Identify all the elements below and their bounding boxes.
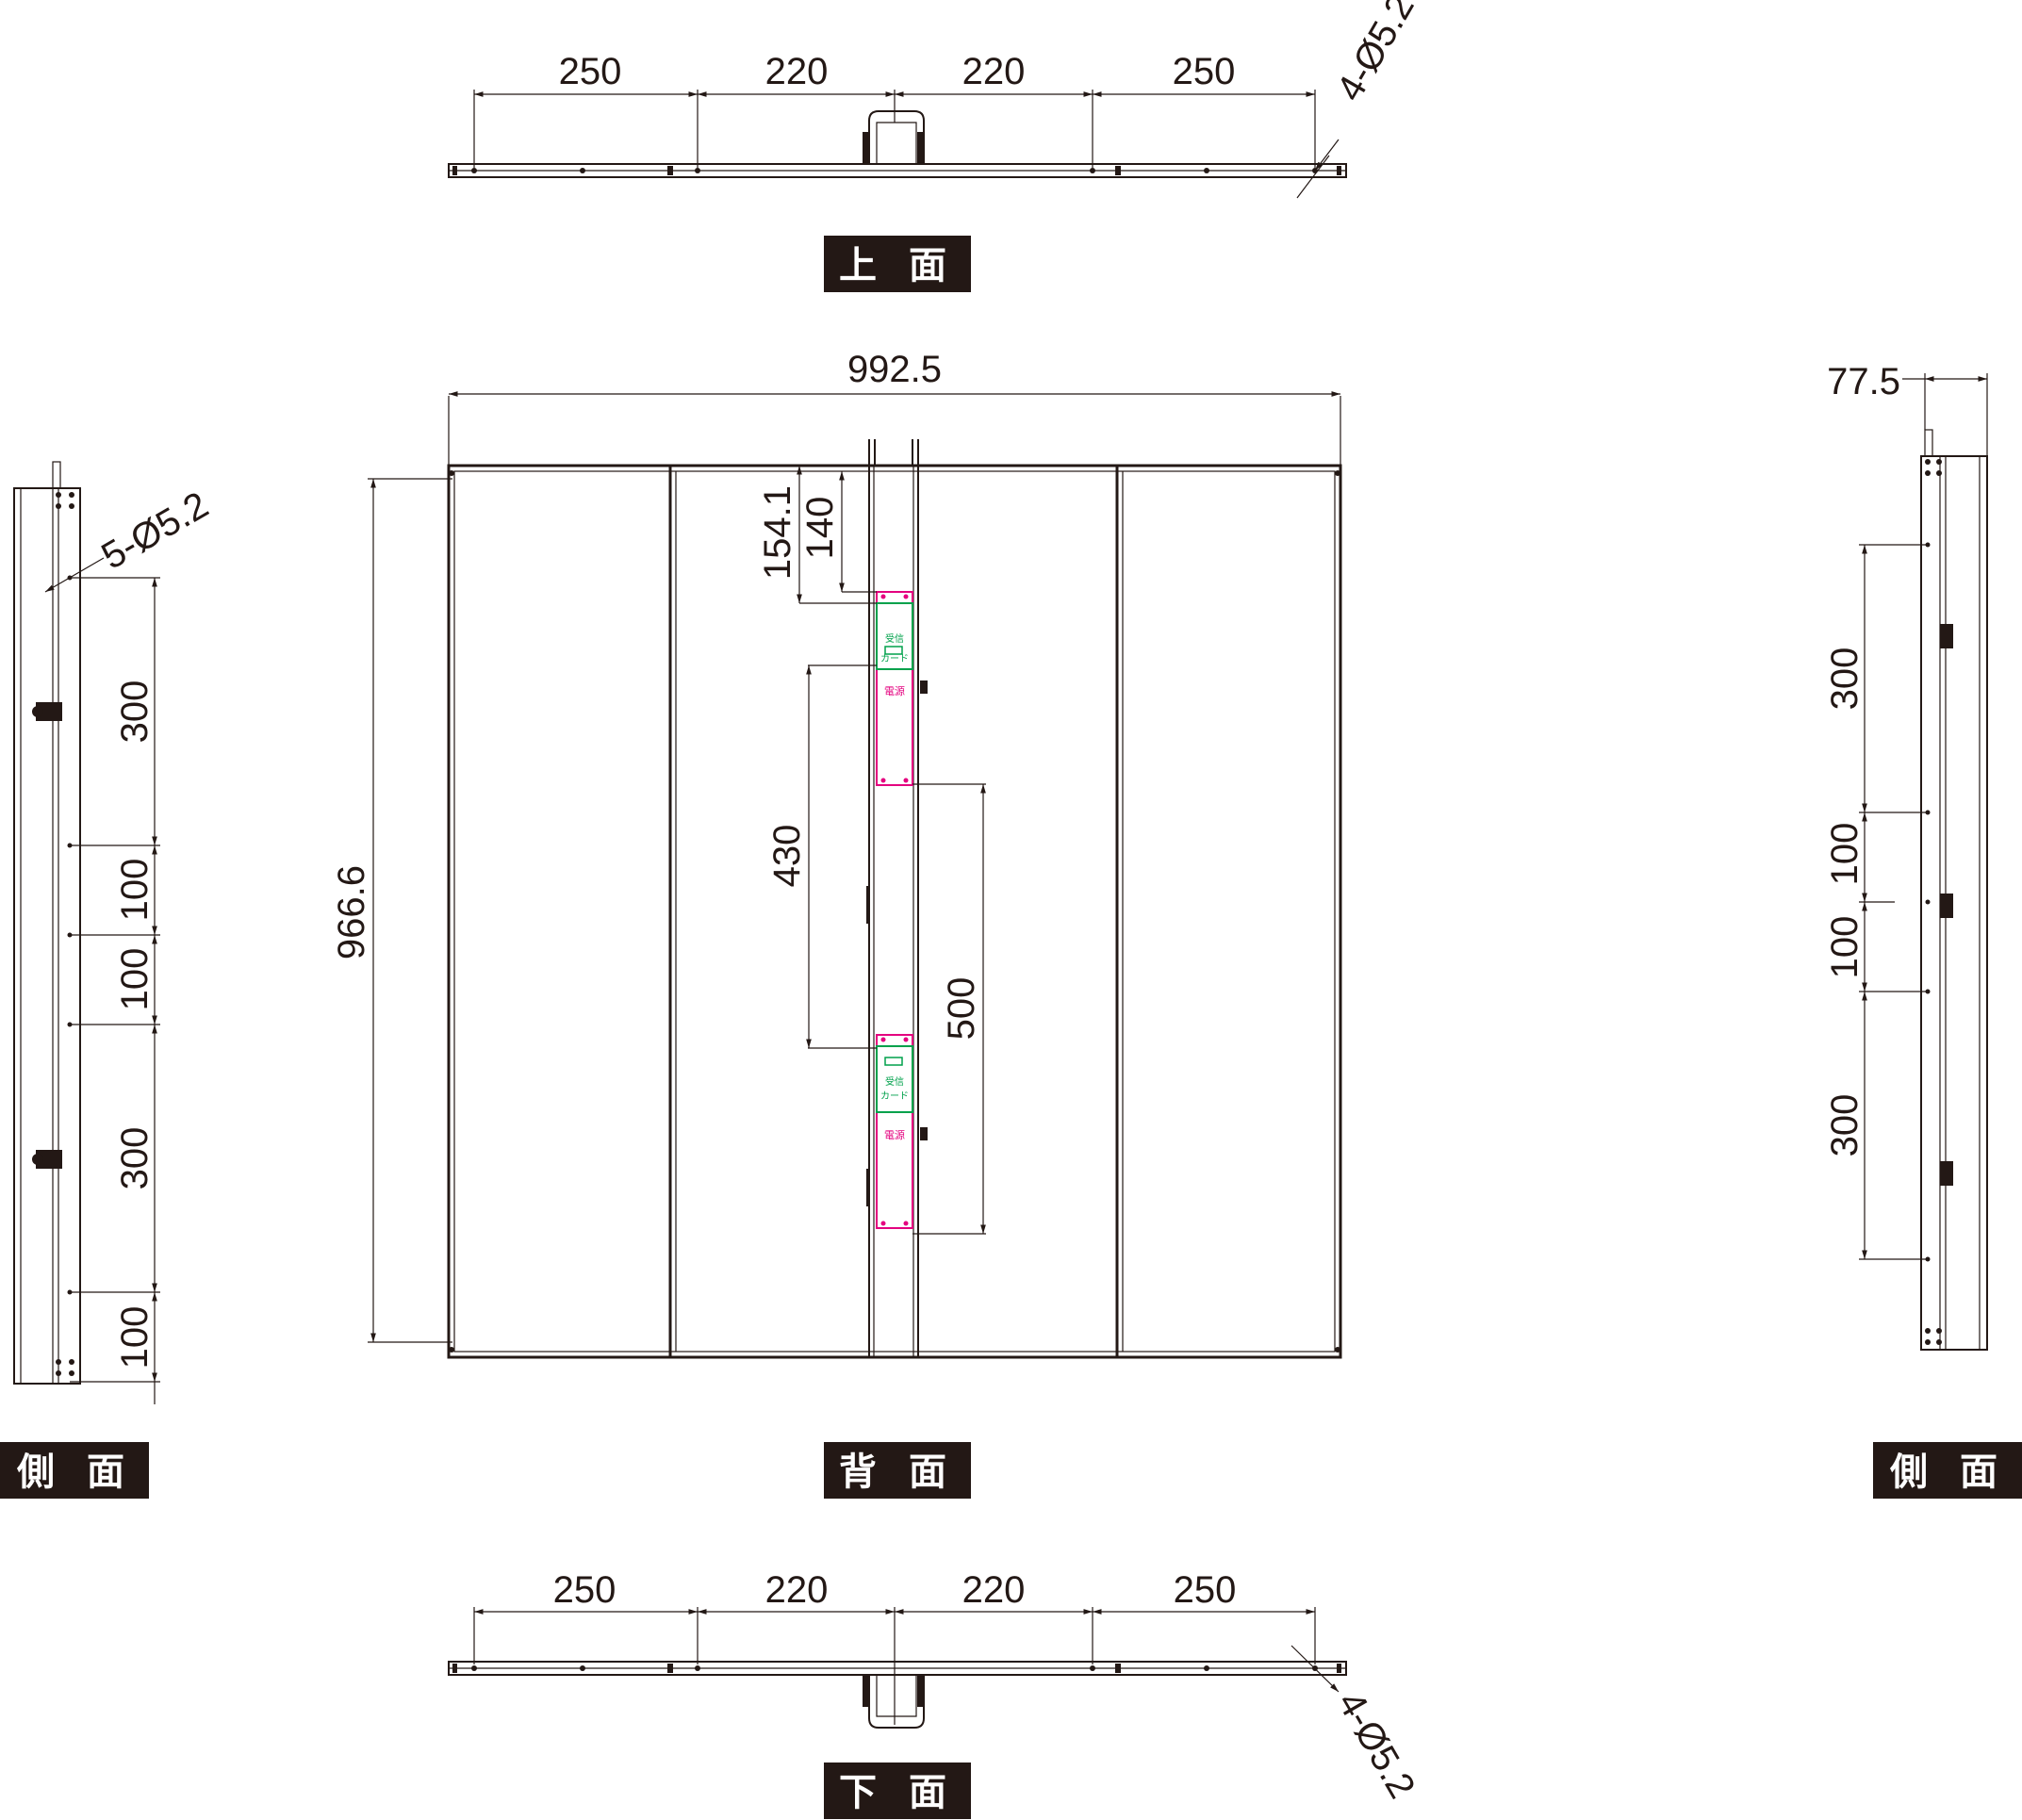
width-dim: 992.5 [847, 349, 942, 390]
card-1-receive-label-2: カード [880, 653, 909, 664]
top-view-label: 上 面 [839, 244, 956, 287]
offset-dim-a: 154.1 [757, 485, 798, 580]
bottom-dim-4: 250 [1174, 1569, 1237, 1611]
left-side-label: 側 面 [16, 1451, 134, 1494]
right-dim-2: 100 [1824, 823, 1866, 886]
bottom-dim-3: 220 [962, 1569, 1026, 1611]
bottom-dim-1: 250 [553, 1569, 616, 1611]
card-1-power-label: 電源 [884, 684, 905, 697]
left-dim-2: 100 [114, 859, 156, 922]
right-dim-1: 300 [1824, 648, 1866, 711]
left-side-label-box [0, 1442, 149, 1499]
bottom-view-label: 下 面 [839, 1771, 956, 1814]
card-2-receive-label-2: カード [880, 1090, 909, 1102]
back-view-label: 背 面 [839, 1451, 956, 1494]
right-side-view: 300 100 100 300 77.5 側 面 [1824, 361, 2022, 1499]
left-side-body [13, 487, 81, 1385]
right-dim-4: 300 [1824, 1094, 1866, 1157]
left-dim-1: 300 [114, 680, 156, 744]
right-side-label: 側 面 [1889, 1451, 2007, 1494]
bottom-dim-2: 220 [765, 1569, 829, 1611]
top-dim-4: 250 [1173, 51, 1236, 92]
top-view-label-box [824, 236, 971, 292]
left-dim-4: 300 [114, 1127, 156, 1190]
left-dim-3: 100 [114, 948, 156, 1011]
left-dim-5: 100 [114, 1306, 156, 1369]
height-dim: 966.6 [331, 865, 372, 959]
top-holes-note: 4-Ø5.2 [1329, 0, 1422, 108]
right-side-label-box [1873, 1442, 2022, 1499]
back-view-label-box [824, 1442, 971, 1499]
top-dim-1: 250 [559, 51, 622, 92]
left-holes-note: 5-Ø5.2 [95, 484, 216, 578]
right-side-body [1920, 455, 1988, 1351]
top-dim-2: 220 [765, 51, 829, 92]
receiving-card-2: 受信 カード 電源 [876, 1034, 913, 1229]
left-side-view: 300 100 100 300 100 5-Ø5.2 側 面 [0, 461, 216, 1499]
top-dim-3: 220 [962, 51, 1026, 92]
offset-dim-b: 140 [799, 497, 841, 560]
card-2-power-label: 電源 [884, 1128, 905, 1141]
bottom-holes-note: 4-Ø5.2 [1329, 1685, 1422, 1806]
pitch-dim-a: 430 [766, 825, 808, 888]
right-depth-dim: 77.5 [1827, 361, 1900, 402]
top-view: 250 220 220 250 4-Ø5.2 上 面 [448, 0, 1422, 292]
card-1-receive-label-1: 受信 [885, 633, 904, 645]
back-frame [447, 464, 1342, 1359]
bottom-view: 250 220 220 250 4-Ø5.2 下 面 [448, 1569, 1422, 1819]
bottom-view-label-box [824, 1763, 971, 1819]
right-dim-3: 100 [1824, 916, 1866, 979]
card-2-receive-label-1: 受信 [885, 1076, 904, 1088]
pitch-dim-b: 500 [941, 977, 982, 1041]
back-view: 受信 カード 電源 受信 カード 電源 992.5 966.6 154.1 [331, 349, 1342, 1499]
receiving-card-1: 受信 カード 電源 [876, 591, 913, 786]
